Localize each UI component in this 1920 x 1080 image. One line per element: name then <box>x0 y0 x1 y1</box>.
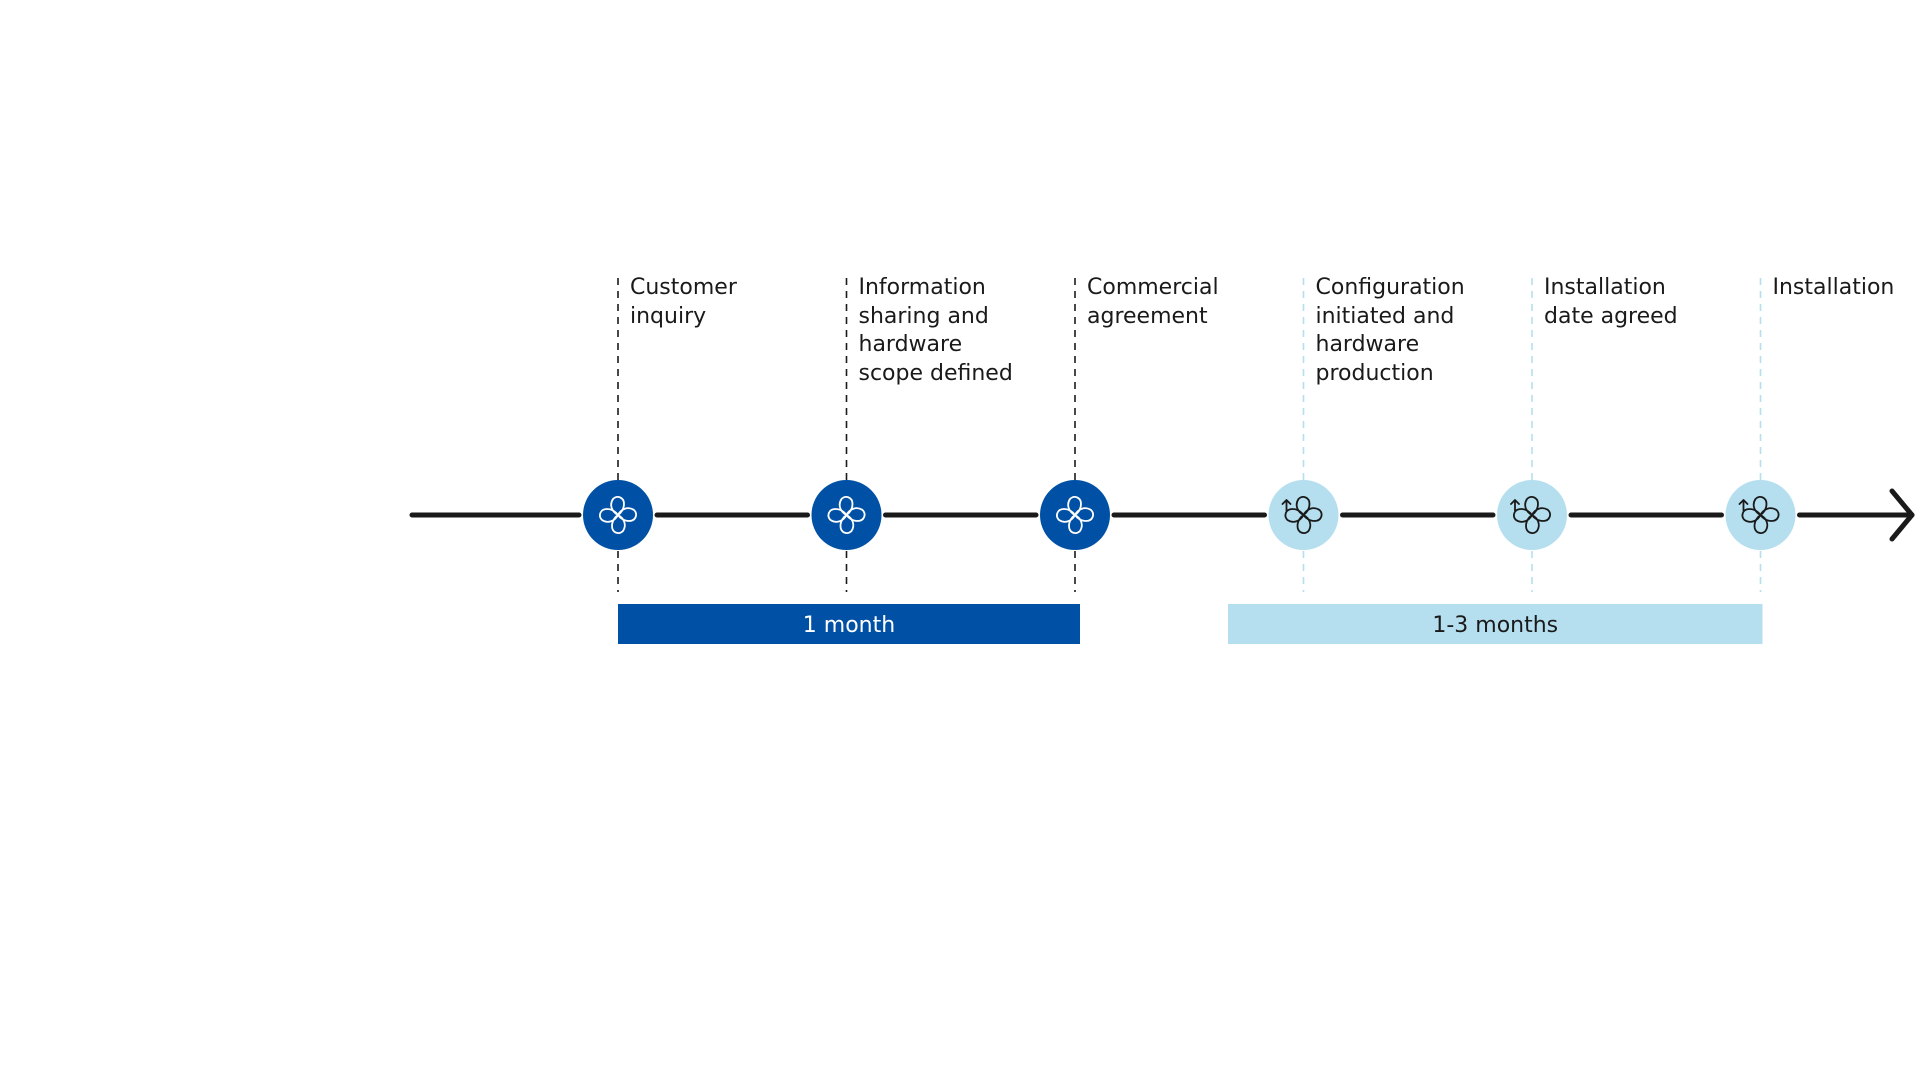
milestone-node-6 <box>1725 480 1796 550</box>
milestone-node-2 <box>811 480 882 550</box>
milestone-label-5: Installation date agreed <box>1544 275 1678 329</box>
milestone-node-4 <box>1268 480 1339 550</box>
fan-upload-icon <box>1281 496 1323 534</box>
milestone-label-3: Commercial agreement <box>1087 275 1219 329</box>
milestone-label-2: Information sharing and hardware scope d… <box>858 275 1013 386</box>
fan-upload-icon <box>1738 496 1780 534</box>
milestone-node-5 <box>1497 480 1567 550</box>
duration-label-2: 1-3 months <box>1432 613 1559 638</box>
milestone-label-1: Customer inquiry <box>630 275 737 329</box>
duration-label-1: 1 month <box>802 613 896 638</box>
duration-bar-2 <box>1228 604 1763 644</box>
milestone-node-1 <box>583 480 653 550</box>
timeline-arrowhead-icon <box>1889 488 1915 542</box>
fan-upload-icon <box>1510 496 1551 534</box>
milestone-label-6: Installation <box>1772 275 1895 300</box>
milestone-node-3 <box>1040 480 1110 550</box>
milestone-label-4: Configuration initiated and hardware pro… <box>1315 275 1465 386</box>
duration-bar-1 <box>618 604 1080 644</box>
